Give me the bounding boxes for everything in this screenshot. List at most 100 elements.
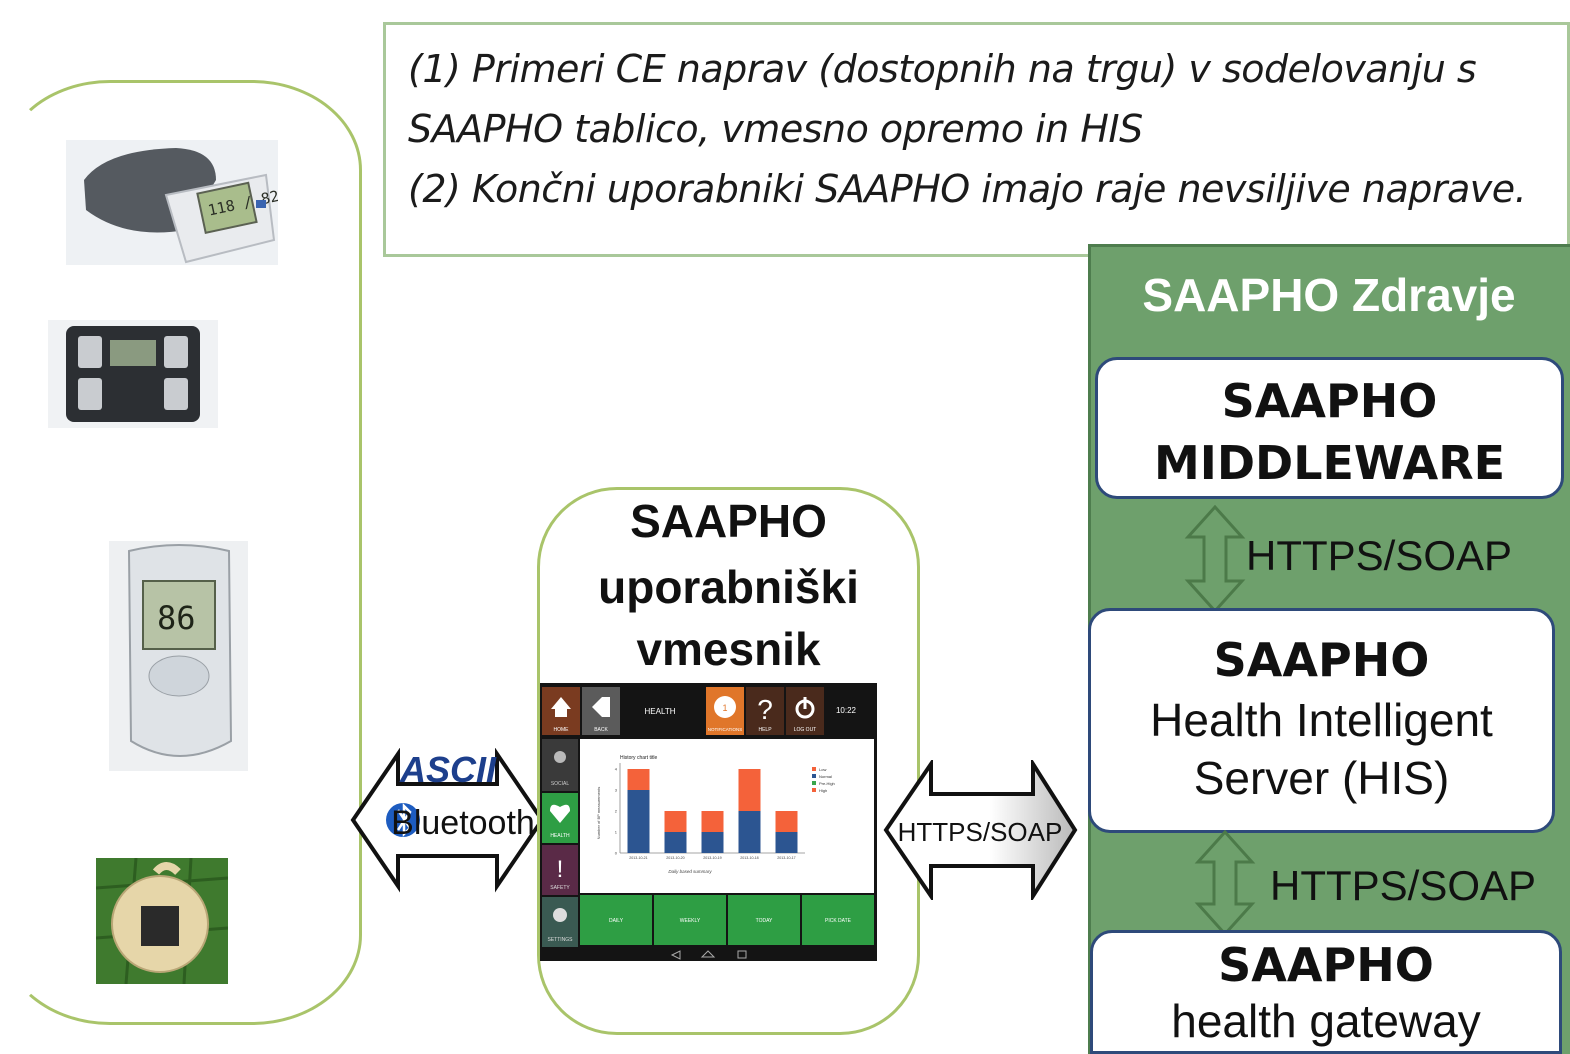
ascii-label: ASCII	[399, 749, 497, 790]
nav-help-label: HELP	[758, 727, 772, 733]
side-settings-label: SETTINGS	[547, 937, 573, 943]
bluetooth-label: Bluetooth	[391, 804, 535, 842]
home-icon	[551, 697, 571, 717]
nav-back-label: BACK	[594, 727, 608, 733]
https-soap-arrow: HTTPS/SOAP	[883, 760, 1078, 900]
clock: 10:22	[836, 706, 857, 715]
bar-high-4	[775, 811, 798, 832]
legend-swatch	[812, 781, 816, 785]
middleware-line-1: SAAPHO	[1221, 374, 1438, 428]
glucose-meter-image: 86	[109, 541, 248, 771]
gateway-line-1: SAAPHO	[1218, 938, 1434, 992]
tab-weekly[interactable]	[654, 895, 726, 945]
nav-home-label: HOME	[554, 727, 570, 733]
x-tick-label: 2013-10-21	[629, 856, 647, 860]
bar-normal-1	[664, 832, 687, 853]
chart-area	[580, 739, 874, 893]
tab-daily[interactable]	[580, 895, 652, 945]
chart-title: History chart title	[620, 755, 657, 761]
his-line-3: Server (HIS)	[1193, 752, 1450, 804]
vertical-arrow-2	[1194, 830, 1256, 936]
notification-count: 1	[722, 703, 727, 713]
tab-pick-date-label: PICK DATE	[825, 918, 852, 924]
wearable-sensor-image	[96, 858, 228, 984]
chart-xlabel: Daily based summary	[668, 869, 712, 874]
his-line-1: SAAPHO	[1213, 633, 1430, 687]
nav-logout-label: LOG OUT	[794, 727, 817, 733]
legend-swatch	[812, 767, 816, 771]
bluetooth-icon	[396, 802, 412, 838]
y-tick-label: 4	[615, 767, 618, 772]
y-tick-label: 3	[615, 788, 618, 793]
android-home-icon[interactable]	[700, 950, 716, 958]
tab-daily-label: DAILY	[609, 918, 624, 924]
proto-label-1: HTTPS/SOAP	[1246, 532, 1513, 579]
bar-high-0	[627, 769, 650, 790]
body-scale-image	[48, 320, 218, 428]
social-icon	[554, 751, 566, 763]
https-soap-label: HTTPS/SOAP	[898, 817, 1063, 847]
help-icon: ?	[757, 694, 773, 725]
legend-label: High	[819, 788, 827, 793]
y-tick-label: 2	[615, 809, 618, 814]
bar-normal-4	[775, 832, 798, 853]
side-safety-label: SAFETY	[550, 885, 570, 891]
vertical-arrow-1	[1184, 505, 1246, 613]
x-tick-label: 2013-10-19	[703, 856, 721, 860]
tab-today-label: TODAY	[756, 918, 773, 924]
blood-pressure-monitor-image: 118 / 82	[66, 140, 278, 265]
side-safety[interactable]	[542, 845, 578, 895]
gateway-line-2: health gateway	[1171, 995, 1481, 1047]
bar-high-3	[738, 769, 761, 811]
gateway-box: SAAPHO health gateway	[1090, 930, 1562, 1054]
y-tick-label: 0	[615, 851, 618, 856]
side-social[interactable]	[542, 739, 578, 791]
server-panel-title: SAAPHO Zdravje	[1142, 269, 1516, 321]
caption-line-1: (1) Primeri CE naprav (dostopnih na trgu…	[408, 47, 1477, 91]
back-icon	[592, 697, 610, 717]
android-recents-icon[interactable]	[737, 950, 747, 959]
caption-box: (1) Primeri CE naprav (dostopnih na trgu…	[383, 22, 1570, 257]
legend-label: Low	[819, 767, 826, 772]
bar-high-1	[664, 811, 687, 832]
legend-swatch	[812, 774, 816, 778]
tab-weekly-label: WEEKLY	[680, 918, 701, 924]
heart-icon	[550, 804, 570, 823]
devices-panel	[0, 80, 362, 1025]
bar-normal-0	[627, 790, 650, 853]
his-box: SAAPHO Health Intelligent Server (HIS)	[1088, 608, 1555, 833]
bar-normal-3	[738, 811, 761, 853]
logout-button[interactable]	[786, 687, 824, 735]
x-tick-label: 2013-10-20	[666, 856, 684, 860]
bar-normal-2	[701, 832, 724, 853]
glucose-display-text: 86	[157, 599, 196, 637]
help-button[interactable]	[746, 687, 784, 735]
proto-label-2: HTTPS/SOAP	[1270, 862, 1537, 909]
legend-swatch	[812, 788, 816, 792]
x-tick-label: 2013-10-17	[777, 856, 795, 860]
tablet-screenshot: HOME BACK HEALTH 1 NOTIFICATIONS ? HELP …	[540, 683, 877, 961]
caption-line-2: SAAPHO tablico, vmesno opremo in HIS	[408, 107, 1143, 151]
middleware-line-2: MIDDLEWARE	[1153, 436, 1506, 490]
android-back-icon[interactable]	[670, 950, 681, 960]
ui-title-line-2: uporabniški	[598, 561, 859, 613]
bluetooth-arrow: ASCII Bluetooth	[350, 748, 545, 893]
x-tick-label: 2013-10-18	[740, 856, 758, 860]
middleware-box: SAAPHO MIDDLEWARE	[1095, 357, 1564, 499]
chart-ylabel: Number of BP measurements	[596, 787, 601, 840]
screen-title: HEALTH	[645, 707, 676, 716]
legend-label: Pre-High	[819, 781, 835, 786]
tab-pick-date[interactable]	[802, 895, 874, 945]
y-tick-label: 1	[615, 830, 618, 835]
side-health-label: HEALTH	[550, 833, 570, 839]
his-line-2: Health Intelligent	[1150, 694, 1493, 746]
safety-icon: !	[557, 856, 564, 883]
tab-today[interactable]	[728, 895, 800, 945]
side-social-label: SOCIAL	[551, 781, 570, 787]
bar-high-2	[701, 811, 724, 832]
legend-label: Normal	[819, 774, 832, 779]
gear-icon	[553, 908, 567, 922]
chart-bars: 2013-10-21 2013-10-20 2013-10-19 2013-10-18…	[615, 767, 798, 860]
caption-line-3: (2) Končni uporabniki SAAPHO imajo raje …	[408, 167, 1527, 211]
